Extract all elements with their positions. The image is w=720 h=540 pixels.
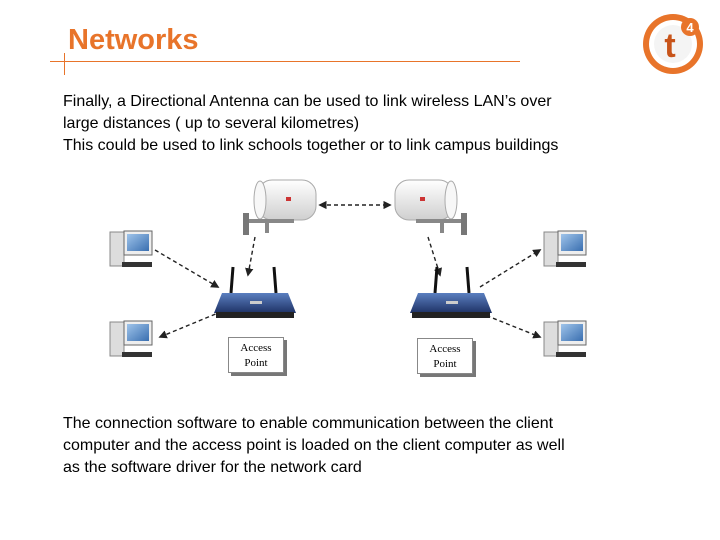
title-underline — [50, 61, 520, 62]
computer-top-right-icon — [543, 230, 587, 267]
access-point-label-left: Access Point — [228, 337, 284, 373]
intro-paragraph: Finally, a Directional Antenna can be us… — [63, 91, 558, 157]
link-pc-topleft-router — [154, 249, 220, 288]
intro-line-2: large distances ( up to several kilometr… — [63, 115, 360, 132]
link-pc-bottomleft-router — [158, 312, 219, 339]
wireless-router-right-icon — [410, 266, 492, 318]
computer-bottom-right-icon — [543, 320, 587, 357]
outro-line-3: as the software driver for the network c… — [63, 459, 362, 476]
outro-paragraph: The connection software to enable commun… — [63, 413, 565, 479]
directional-antenna-right-icon — [394, 179, 467, 235]
svg-text:4: 4 — [686, 20, 694, 35]
directional-antenna-left-icon — [243, 179, 317, 235]
link-router-pc-topright — [479, 249, 542, 288]
outro-line-2: computer and the access point is loaded … — [63, 437, 565, 454]
access-point-left-line2: Point — [244, 357, 268, 369]
wireless-router-left-icon — [214, 266, 296, 318]
computer-top-left-icon — [109, 230, 153, 267]
intro-line-1: Finally, a Directional Antenna can be us… — [63, 93, 552, 110]
intro-line-3: This could be used to link schools toget… — [63, 137, 559, 154]
computer-bottom-left-icon — [109, 320, 153, 357]
link-antenna-left-router — [245, 236, 256, 277]
t4-logo-icon: t 4 — [643, 14, 703, 74]
outro-line-1: The connection software to enable commun… — [63, 415, 554, 432]
access-point-label-right: Access Point — [417, 338, 473, 374]
access-point-left-line1: Access — [240, 342, 272, 354]
access-point-right-line2: Point — [433, 358, 457, 370]
svg-text:t: t — [664, 27, 675, 65]
title-tick-mark — [64, 53, 65, 75]
slide-title: Networks — [68, 24, 199, 56]
access-point-right-line1: Access — [429, 343, 461, 355]
network-diagram — [109, 179, 587, 357]
